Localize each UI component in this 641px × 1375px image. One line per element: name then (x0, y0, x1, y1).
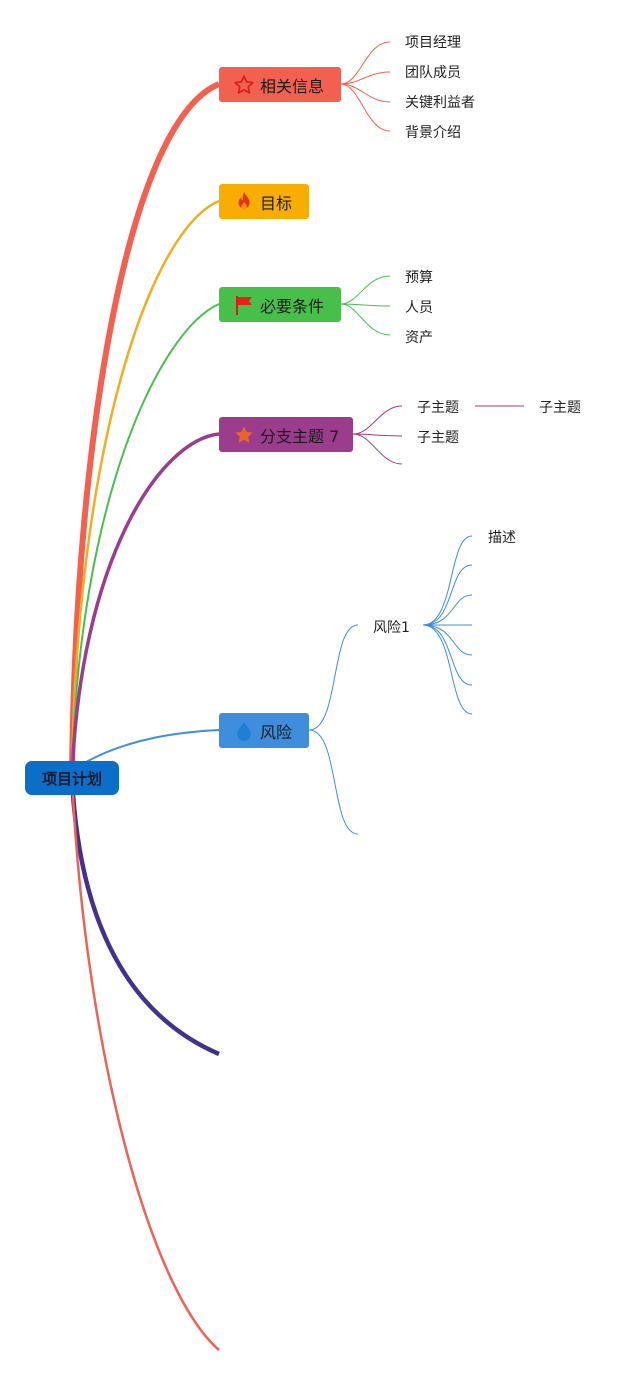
connector-xiangguan (69, 81, 221, 779)
connector-mubiao (70, 199, 220, 779)
connector-biyao (71, 303, 220, 779)
subtopic[interactable]: 资产 (405, 330, 433, 346)
flag-icon (233, 294, 255, 316)
topic-label: 必要条件 (260, 296, 325, 316)
topic-mubiao[interactable]: 目标 (219, 184, 309, 219)
connector-leaf (422, 594, 473, 626)
connector-leaf (340, 41, 391, 85)
connector-fenzhi (70, 432, 220, 779)
subtopic-level3[interactable]: 子主题 (539, 400, 581, 416)
connector-leaf (340, 303, 391, 336)
topic-label: 分支主题 7 (260, 426, 340, 446)
subtopic[interactable]: 子主题 (417, 400, 459, 416)
connector-leaf (422, 624, 473, 656)
connector-leaf (340, 71, 391, 85)
connector-leaf (352, 433, 403, 465)
connector-leaf (422, 624, 473, 686)
subtopic-level3[interactable]: 描述 (488, 530, 516, 546)
subtopic[interactable]: 团队成员 (405, 65, 461, 81)
topic-label: 风险 (260, 722, 293, 742)
topic-label: 相关信息 (260, 76, 325, 96)
connector-leaf (422, 535, 473, 626)
connector-leaf (308, 624, 359, 731)
fire-icon (233, 191, 255, 213)
topic-label: 目标 (260, 193, 293, 213)
topic-biyao-tiaojian[interactable]: 必要条件 (219, 287, 341, 322)
topic-xiangguan-xinxi[interactable]: 相关信息 (219, 67, 341, 102)
connector-leaf (308, 729, 359, 835)
connector-leaf (352, 405, 403, 435)
droplet-icon (233, 720, 255, 742)
connector-leaf (422, 624, 473, 715)
connector-blank-red (70, 777, 220, 1351)
star-filled-icon (233, 424, 255, 446)
star-outline-icon (233, 74, 255, 96)
connector-blank-purple (69, 777, 220, 1057)
connector-leaf (422, 564, 473, 626)
connector-leaf (352, 433, 403, 437)
topic-fengxian[interactable]: 风险 (219, 713, 309, 748)
subtopic[interactable]: 关键利益者 (405, 95, 475, 111)
subtopic[interactable]: 预算 (405, 270, 433, 286)
topic-fenzhi-zhuti[interactable]: 分支主题 7 (219, 417, 353, 452)
subtopic[interactable]: 背景介绍 (405, 125, 461, 141)
connector-leaf (340, 275, 391, 305)
subtopic[interactable]: 风险1 (373, 620, 410, 636)
subtopic[interactable]: 人员 (405, 300, 433, 316)
connector-leaf (340, 303, 391, 307)
connector-fengxian (85, 729, 220, 763)
connector-leaf (340, 83, 391, 132)
subtopic[interactable]: 项目经理 (405, 35, 461, 51)
subtopic[interactable]: 子主题 (417, 430, 459, 446)
root-topic[interactable]: 项目计划 (25, 761, 119, 795)
